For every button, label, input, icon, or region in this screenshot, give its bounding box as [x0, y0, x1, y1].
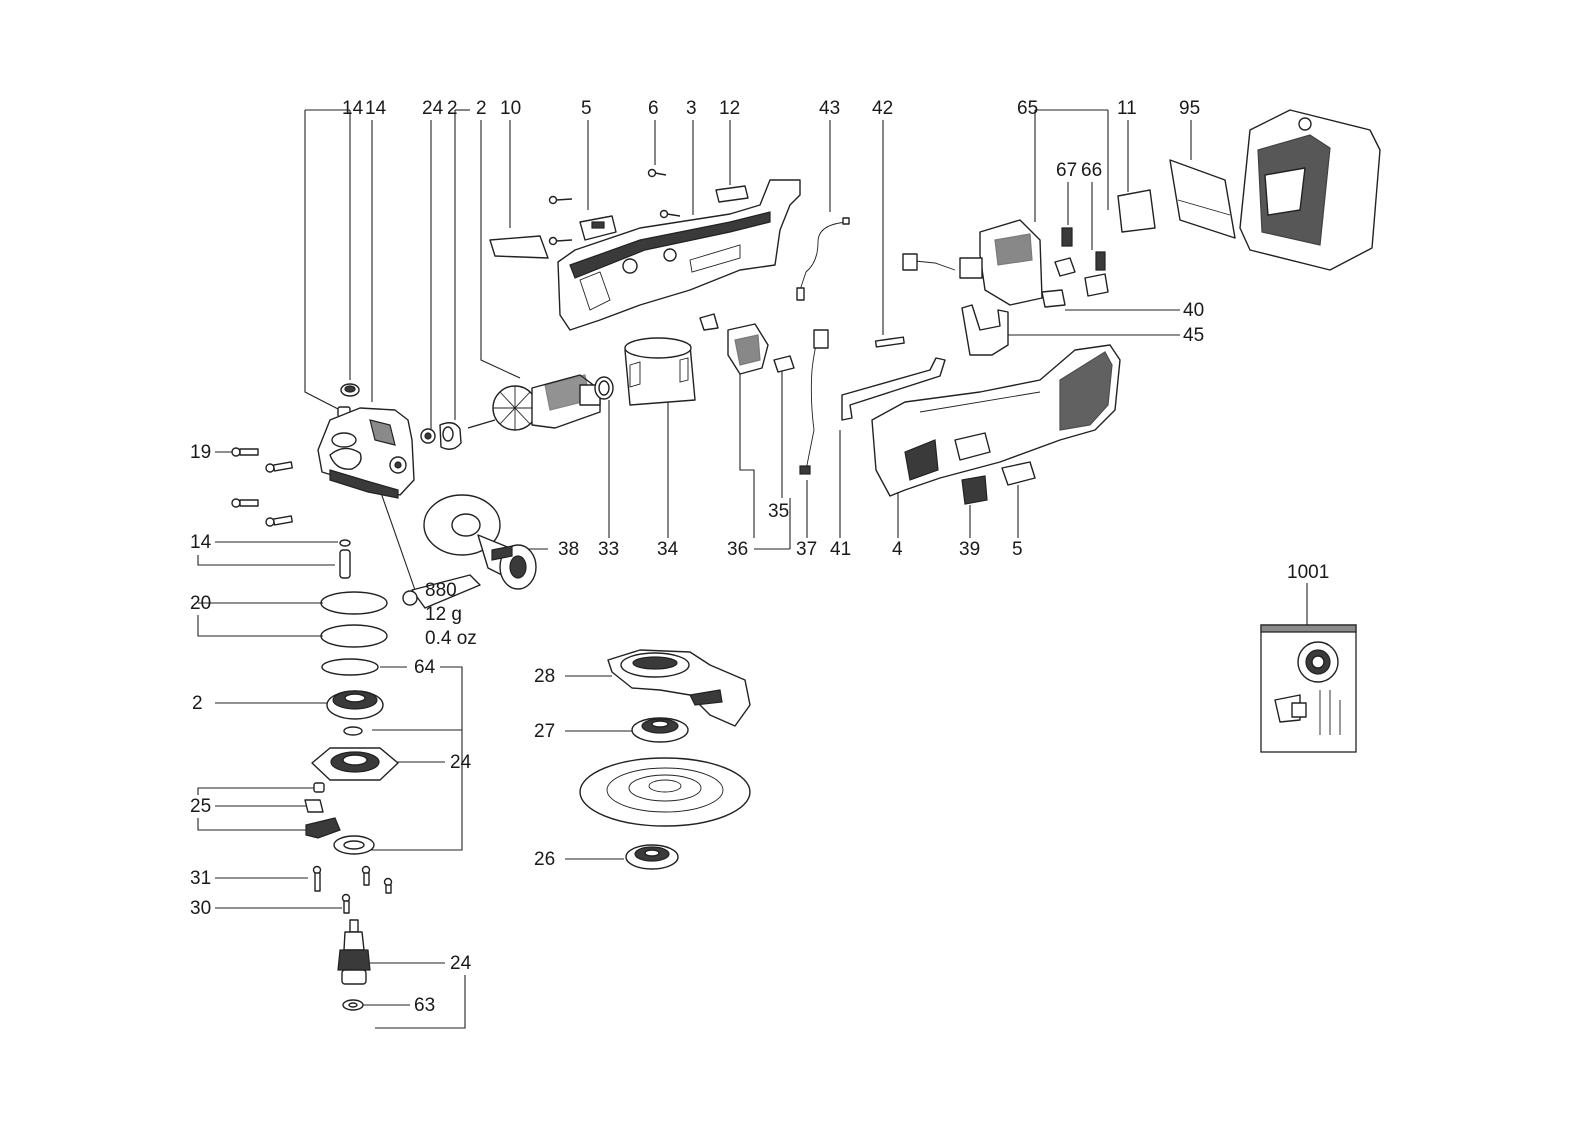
- callout-4: 4: [892, 539, 903, 560]
- callout-3: 3: [686, 98, 697, 119]
- callout-880: 880: [425, 580, 457, 601]
- callout-95: 95: [1179, 98, 1200, 119]
- flange-screws: [312, 865, 393, 914]
- callout-41: 41: [830, 539, 851, 560]
- callout-38: 38: [558, 539, 579, 560]
- callout-24-top: 24: [422, 98, 444, 119]
- callout-35: 35: [768, 501, 789, 522]
- callout-2-gear: 2: [192, 693, 203, 714]
- switch-cover: [548, 168, 681, 246]
- bearing-and-sleeve: [420, 422, 462, 450]
- flange-washer: [333, 835, 375, 855]
- stator: [624, 337, 696, 406]
- callout-1001: 1001: [1287, 562, 1329, 583]
- bearing-flange: [311, 747, 399, 781]
- callout-66: 66: [1081, 160, 1102, 181]
- callout-5-top: 5: [581, 98, 592, 119]
- callout-14-top: 14: [342, 98, 364, 119]
- battery-guide: [961, 304, 1009, 356]
- motor-housing-half: [557, 179, 801, 331]
- wheel-guard: [607, 649, 751, 727]
- battery-pack: [1239, 109, 1381, 271]
- callout-25: 25: [190, 796, 211, 817]
- info-label: [1117, 189, 1156, 233]
- callout-39: 39: [959, 539, 980, 560]
- o-rings: [320, 591, 388, 676]
- callout-63: 63: [414, 995, 435, 1016]
- callout-12: 12: [719, 98, 740, 119]
- callout-24-flange: 24: [450, 752, 472, 773]
- callout-37: 37: [796, 539, 817, 560]
- switch-rod: [841, 357, 946, 421]
- callout-28: 28: [534, 666, 555, 687]
- grinding-disc: [579, 757, 751, 827]
- clamping-nut: [625, 844, 679, 870]
- springs: [1041, 227, 1109, 308]
- callout-10: 10: [500, 98, 521, 119]
- spindle: [337, 919, 371, 1011]
- callout-40: 40: [1183, 300, 1204, 321]
- callout-45: 45: [1183, 325, 1204, 346]
- callout-20: 20: [190, 593, 211, 614]
- rating-label: [715, 185, 749, 203]
- grease-amount-ounces: 0.4 oz: [425, 628, 477, 649]
- callout-30: 30: [190, 898, 211, 919]
- battery-latch-parts: [961, 461, 1036, 505]
- callout-27: 27: [534, 721, 555, 742]
- shaft-pin: [874, 336, 905, 348]
- grease-tube: [402, 574, 481, 609]
- callout-42: 42: [872, 98, 893, 119]
- callout-11: 11: [1117, 98, 1137, 119]
- label-card: [489, 235, 549, 259]
- callout-33: 33: [598, 539, 619, 560]
- bevel-gear: [326, 690, 384, 736]
- leader-lines: [197, 109, 1308, 1029]
- callout-43: 43: [819, 98, 840, 119]
- callout-31: 31: [190, 868, 211, 889]
- support-flange: [631, 717, 689, 743]
- manual: [1169, 159, 1236, 239]
- gear-head-housing: [317, 383, 415, 499]
- battery-connector-assembly: [902, 219, 1043, 306]
- grease-amount-grams: 12 g: [425, 604, 462, 625]
- callout-6: 6: [648, 98, 659, 119]
- callout-26: 26: [534, 849, 555, 870]
- detail-box: [1260, 624, 1357, 753]
- housing-screws: [231, 447, 293, 527]
- callout-67: 67: [1056, 160, 1077, 181]
- callout-14-housing: 14: [365, 98, 387, 119]
- callout-labels: 14 14 24 2 2 10 5 6 3 12 43 42 65 11 95 …: [190, 98, 1329, 1016]
- callout-19: 19: [190, 442, 211, 463]
- callout-2-sleeve: 2: [447, 98, 458, 119]
- side-handle: [423, 494, 537, 590]
- callout-5-lower: 5: [1012, 539, 1023, 560]
- electronics-module: [699, 313, 829, 475]
- callout-14-mid: 14: [190, 532, 212, 553]
- callout-65: 65: [1017, 98, 1038, 119]
- spindle-pin: [339, 539, 351, 579]
- callout-64: 64: [414, 657, 436, 678]
- spindle-lock: [304, 782, 341, 839]
- sensor-cable: [796, 217, 850, 301]
- rear-bearing: [594, 376, 614, 400]
- callout-2-armature: 2: [476, 98, 487, 119]
- callout-36: 36: [727, 539, 748, 560]
- handle-housing-half: [871, 344, 1121, 497]
- callout-24-spindle: 24: [450, 953, 472, 974]
- armature: [467, 374, 601, 431]
- callout-34: 34: [657, 539, 679, 560]
